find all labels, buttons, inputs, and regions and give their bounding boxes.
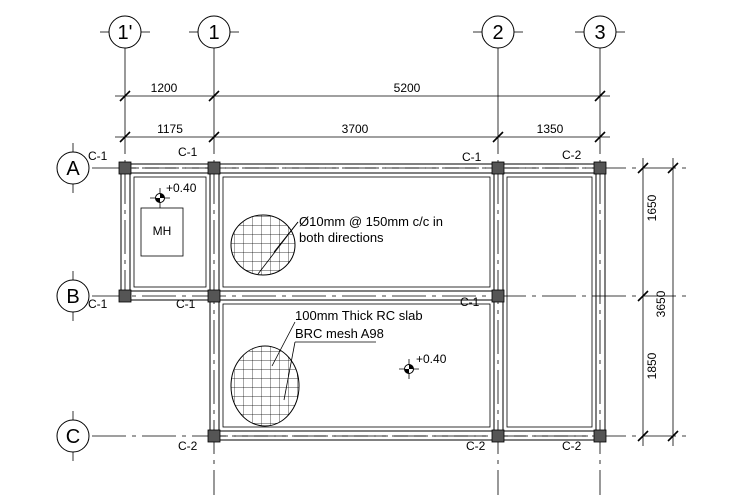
column (491, 161, 505, 175)
slab-note-line2: BRC mesh A98 (295, 326, 384, 341)
grid-label: 1' (118, 22, 133, 44)
column-label: C-1 (462, 150, 482, 164)
column (207, 429, 221, 443)
grid-bubble-2: 2 (473, 15, 523, 49)
dimension-text: 5200 (394, 81, 421, 95)
dimension-text: 1850 (645, 352, 659, 379)
level-text: +0.40 (416, 352, 447, 366)
dimension-text: 3650 (654, 290, 668, 317)
grid-lines (92, 48, 690, 495)
slab-note: 100mm Thick RC slab BRC mesh A98 (271, 308, 423, 401)
dimension-top-overall: 1200 5200 (115, 81, 610, 102)
grid-label: 1 (208, 22, 219, 44)
dimension-right-detail: 1650 1850 (637, 158, 659, 446)
level-text: +0.40 (166, 181, 197, 195)
column (207, 289, 221, 303)
grid-bubble-C: C (56, 411, 90, 461)
manhole: MH (140, 207, 184, 257)
column-label: C-1 (176, 297, 196, 311)
slab-edge-lines (125, 167, 600, 437)
grid-label: C (66, 426, 80, 448)
grid-bubble-1prime: 1' (100, 15, 150, 49)
grid-label: 2 (492, 22, 503, 44)
column-label: C-1 (88, 149, 108, 163)
dimension-text: 1200 (151, 81, 178, 95)
columns (118, 161, 607, 443)
column-labels: C-1 C-1 C-1 C-2 C-1 C-1 C-1 C-2 C-2 C-2 (88, 145, 582, 453)
grid-label: B (66, 286, 79, 308)
column-label: C-1 (178, 145, 198, 159)
column (491, 289, 505, 303)
grid-bubble-B: B (56, 271, 90, 321)
grid-bubble-3: 3 (575, 15, 625, 49)
column-label: C-2 (178, 439, 198, 453)
rebar-note: Ø10mm @ 150mm c/c in both directions (257, 214, 443, 275)
column-label: C-2 (562, 148, 582, 162)
slab-note-line1: 100mm Thick RC slab (295, 308, 423, 323)
manhole-label: MH (153, 224, 172, 238)
dimension-right-overall: 3650 (654, 158, 679, 446)
column (491, 429, 505, 443)
grid-label: A (66, 158, 80, 180)
level-marker-1: +0.40 (150, 181, 197, 208)
column (118, 161, 132, 175)
grid-bubble-A: A (56, 143, 90, 193)
rebar-mesh-hatch-1 (230, 214, 296, 276)
column-label: C-1 (460, 295, 480, 309)
dimension-text: 1650 (645, 194, 659, 221)
column (207, 161, 221, 175)
rebar-mesh-hatch-2 (230, 345, 300, 427)
dimension-text: 3700 (342, 122, 369, 136)
dimension-text: 1350 (537, 122, 564, 136)
column (118, 289, 132, 303)
column-label: C-1 (88, 297, 108, 311)
dimension-text: 1175 (157, 122, 183, 136)
column-label: C-2 (562, 439, 582, 453)
dimension-top-detail: 1175 3700 1350 (115, 122, 610, 143)
grid-bubble-1: 1 (189, 15, 239, 49)
rebar-note-line1: Ø10mm @ 150mm c/c in (299, 214, 443, 229)
level-marker-2: +0.40 (399, 352, 447, 379)
column-label: C-2 (466, 439, 486, 453)
grid-label: 3 (594, 22, 605, 44)
column (593, 161, 607, 175)
column (593, 429, 607, 443)
rebar-note-line2: both directions (299, 230, 384, 245)
